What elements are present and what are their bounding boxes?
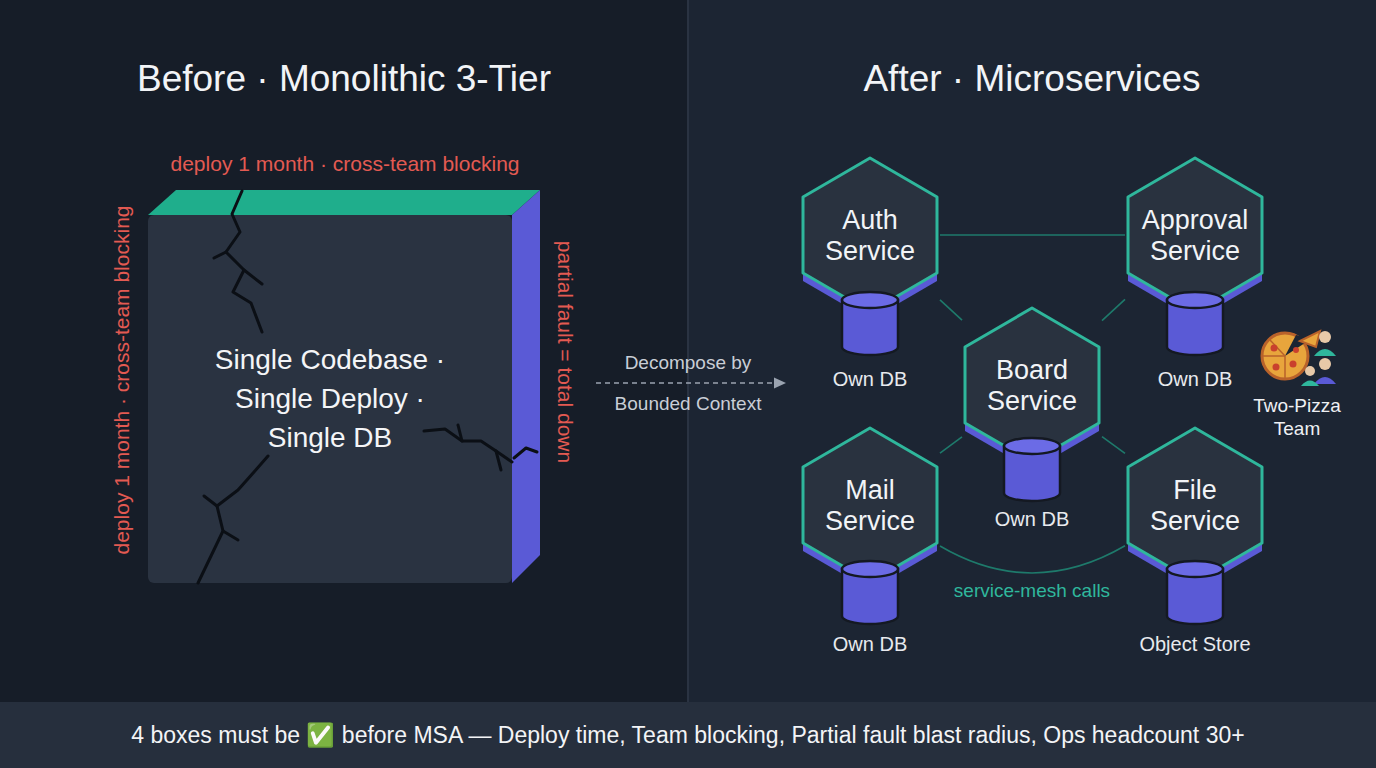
decompose-arrow	[596, 378, 786, 389]
service-hexagon: File ServiceObject Store	[1125, 425, 1265, 585]
mesh-connector	[940, 234, 1125, 236]
problem-note: deploy 1 month · cross-team blocking	[109, 170, 135, 590]
monolith-box: Single Codebase · Single Deploy · Single…	[148, 190, 540, 583]
mesh-connector	[1102, 299, 1125, 320]
panel-title: After · Microservices	[688, 58, 1376, 100]
service-hexagon: Auth ServiceOwn DB	[800, 155, 940, 315]
problem-note: deploy 1 month · cross-team blocking	[90, 152, 600, 176]
problem-note: partial fault = total down	[552, 202, 578, 502]
team-icon	[1301, 331, 1336, 386]
database-cylinder	[1002, 436, 1062, 504]
caption-band: 4 boxes must be ✅ before MSA — Deploy ti…	[0, 702, 1376, 768]
arrow-label: Decompose by Bounded Context	[598, 342, 778, 424]
mesh-connector	[940, 300, 962, 320]
database-label: Own DB	[932, 508, 1132, 531]
service-name: Mail Service	[805, 475, 935, 537]
database-cylinder	[1165, 559, 1225, 627]
mesh-label: service-mesh calls	[932, 580, 1132, 602]
database-label: Object Store	[1095, 633, 1295, 656]
database-label: Own DB	[1095, 368, 1295, 391]
panel-divider	[687, 0, 689, 702]
team-label: Two-Pizza Team	[1245, 394, 1349, 440]
database-cylinder	[840, 290, 900, 358]
monolith-text: Single Codebase · Single Deploy · Single…	[200, 340, 460, 457]
service-name: Approval Service	[1130, 205, 1260, 267]
mesh-connector	[940, 437, 962, 453]
service-hexagon: Board ServiceOwn DB	[962, 305, 1102, 465]
crack-lines	[198, 191, 537, 583]
database-label: Own DB	[770, 633, 970, 656]
pizza-icon	[1262, 331, 1320, 379]
database-cylinder	[1165, 290, 1225, 358]
database-cylinder	[840, 559, 900, 627]
caption: 4 boxes must be ✅ before MSA — Deploy ti…	[0, 702, 1376, 768]
service-name: Auth Service	[805, 205, 935, 267]
service-name: Board Service	[967, 355, 1097, 417]
panel: Before · Monolithic 3-TierSingle Codebas…	[0, 0, 688, 702]
database-label: Own DB	[770, 368, 970, 391]
mesh-connector	[940, 546, 1125, 573]
service-hexagon: Approval ServiceOwn DB	[1125, 155, 1265, 315]
service-name: File Service	[1130, 475, 1260, 537]
panel-title: Before · Monolithic 3-Tier	[0, 58, 688, 100]
mesh-connector	[1102, 437, 1125, 454]
service-hexagon: Mail ServiceOwn DB	[800, 425, 940, 585]
